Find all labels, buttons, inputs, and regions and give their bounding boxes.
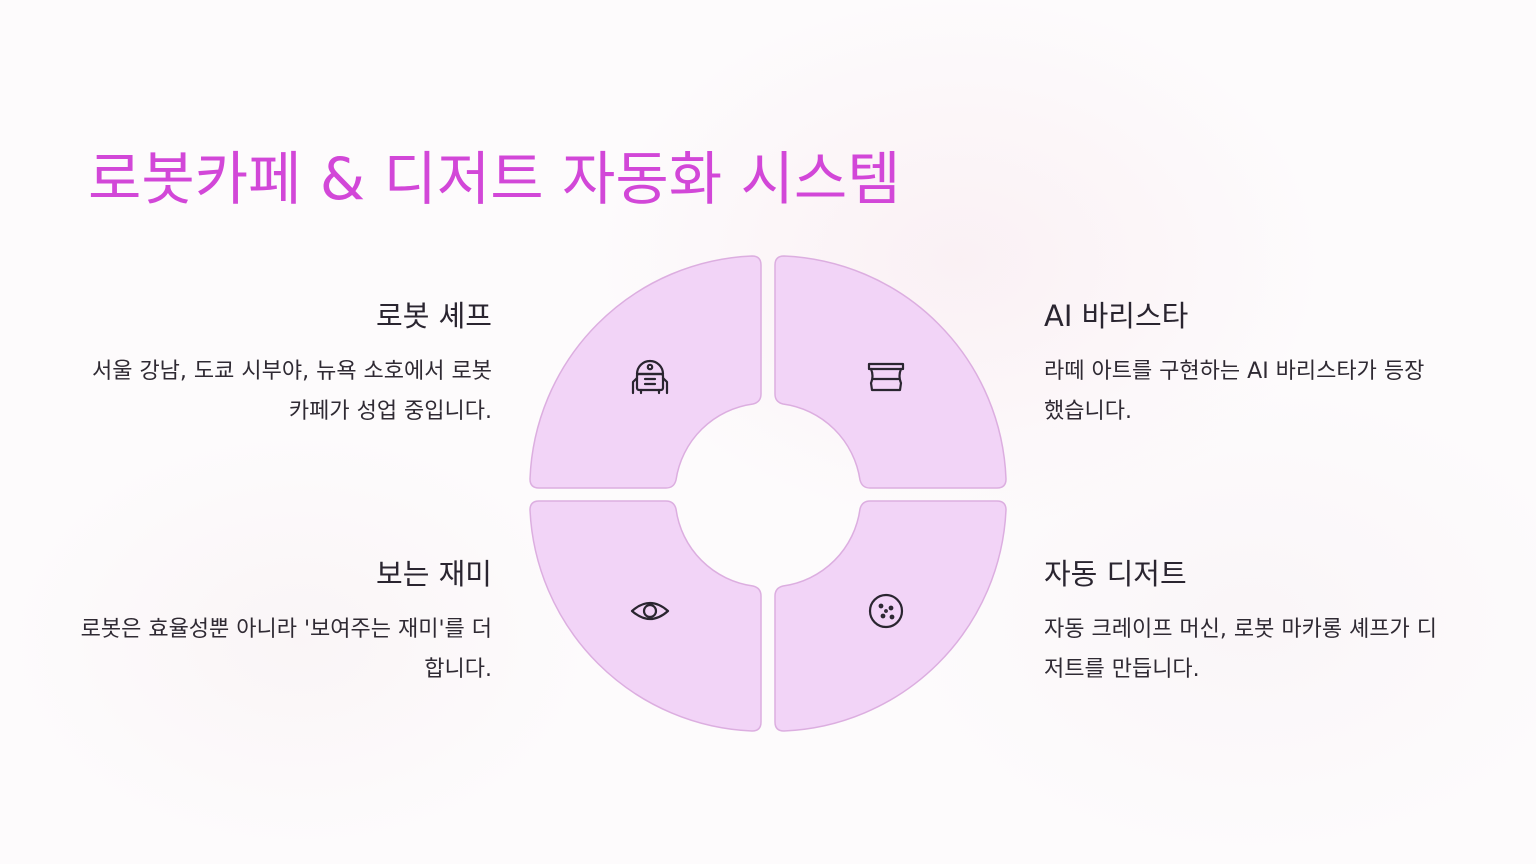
quadrant-ai-barista[interactable] xyxy=(774,255,1007,489)
page-title: 로봇카페 & 디저트 자동화 시스템 xyxy=(88,145,901,213)
visual-fun-description: 로봇은 효율성뿐 아니라 '보여주는 재미'를 더합니다. xyxy=(80,617,492,682)
item-ai-barista: AI 바리스타 라떼 아트를 구현하는 AI 바리스타가 등장했습니다. xyxy=(1044,298,1444,432)
cookie-icon xyxy=(868,593,904,629)
ai-barista-heading: AI 바리스타 xyxy=(1044,299,1189,333)
auto-dessert-heading: 자동 디저트 xyxy=(1044,557,1187,591)
eye-icon xyxy=(630,601,670,621)
item-auto-dessert: 자동 디저트 자동 크레이프 머신, 로봇 마카롱 셰프가 디저트를 만듭니다. xyxy=(1044,556,1444,690)
coffee-cup-icon xyxy=(867,362,905,392)
auto-dessert-description: 자동 크레이프 머신, 로봇 마카롱 셰프가 디저트를 만듭니다. xyxy=(1044,617,1438,682)
robot-icon xyxy=(631,359,669,395)
robot-chef-description: 서울 강남, 도쿄 시부야, 뉴욕 소호에서 로봇 카페가 성업 중입니다. xyxy=(91,359,492,424)
robot-chef-heading: 로봇 셰프 xyxy=(376,299,492,333)
visual-fun-heading: 보는 재미 xyxy=(376,557,492,591)
ai-barista-description: 라떼 아트를 구현하는 AI 바리스타가 등장했습니다. xyxy=(1044,359,1425,424)
item-visual-fun: 보는 재미 로봇은 효율성뿐 아니라 '보여주는 재미'를 더합니다. xyxy=(72,556,492,690)
item-robot-chef: 로봇 셰프 서울 강남, 도쿄 시부야, 뉴욕 소호에서 로봇 카페가 성업 중… xyxy=(72,298,492,432)
quadrant-robot-chef[interactable] xyxy=(529,255,762,489)
